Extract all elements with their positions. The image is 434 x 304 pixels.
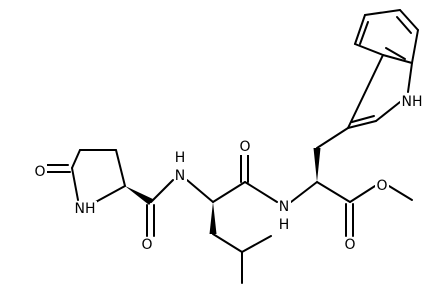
- bond-n2-trp-ca: [290, 181, 318, 203]
- stereo-wedge-trp: [313, 148, 321, 182]
- bond-n1-c7a: [407, 62, 413, 93]
- bond-trp-cb-c3: [316, 127, 349, 149]
- bond-o-methyl: [388, 185, 413, 201]
- bond-ring-c2-n: [91, 185, 126, 205]
- amide2-oxygen-label: O: [238, 139, 252, 155]
- svg-text:NH: NH: [402, 94, 423, 110]
- amide1-n-label: N: [174, 168, 187, 184]
- bond-c-o-ether: [349, 185, 376, 203]
- bond-ring-c3-c2: [115, 149, 126, 187]
- bond-leu-cg-cd2: [241, 235, 272, 253]
- svg-text:O: O: [141, 237, 152, 253]
- bond-c3-c2: [347, 120, 377, 129]
- amide1-h-label: H: [174, 150, 187, 166]
- bond-c2-n1: [375, 101, 401, 122]
- pyrrolidone-nh-label: NH: [73, 201, 97, 217]
- stereo-wedge-leu: [209, 202, 217, 234]
- svg-text:O: O: [376, 178, 387, 194]
- bond-c7a-c3a: [382, 54, 413, 64]
- svg-text:O: O: [239, 139, 250, 155]
- bonds: [46, 9, 419, 284]
- amide2-h-label: H: [278, 217, 291, 233]
- indole-nh-label: NH: [400, 94, 424, 110]
- bond-c7-c6-double: [396, 16, 412, 34]
- bond-c5-c4: [354, 14, 366, 45]
- bond-ring-c5-n: [71, 167, 79, 201]
- svg-text:N: N: [175, 168, 185, 184]
- bond-c7-c6: [399, 9, 419, 31]
- bond-c3-c2-double: [351, 115, 375, 123]
- bond-c3a-c7a-double: [385, 47, 406, 60]
- bond-co-n2: [244, 181, 278, 203]
- svg-text:O: O: [344, 237, 355, 253]
- bond-n1-leu-ca: [186, 179, 214, 203]
- svg-text:NH: NH: [75, 201, 96, 217]
- svg-text:H: H: [175, 150, 186, 166]
- bond-ring-c5-c4: [71, 149, 81, 169]
- amide1-oxygen-label: O: [140, 237, 154, 253]
- svg-text:O: O: [34, 164, 45, 180]
- bond-leu-cb-cg: [212, 233, 243, 253]
- amide2-n-label: N: [278, 199, 291, 215]
- bond-c4-c3a: [354, 43, 384, 56]
- svg-text:N: N: [279, 199, 289, 215]
- bond-co-n1: [150, 179, 174, 203]
- stereo-wedge-pro: [125, 186, 153, 205]
- ester-carbonyl-oxygen-label: O: [343, 237, 357, 253]
- bond-c5-c4-double: [359, 21, 369, 45]
- bond-c6-c5: [364, 9, 401, 16]
- ester-ether-oxygen-label: O: [375, 178, 389, 194]
- bond-c3a-c3: [347, 54, 384, 129]
- atom-labels: O NH N H O O N H: [33, 94, 424, 253]
- lactam-oxygen-label: O: [33, 164, 47, 180]
- bond-trp-ca-co: [316, 181, 351, 203]
- bond-c7a-c7: [411, 29, 419, 64]
- svg-text:H: H: [279, 217, 290, 233]
- bond-leu-ca-co: [212, 181, 246, 203]
